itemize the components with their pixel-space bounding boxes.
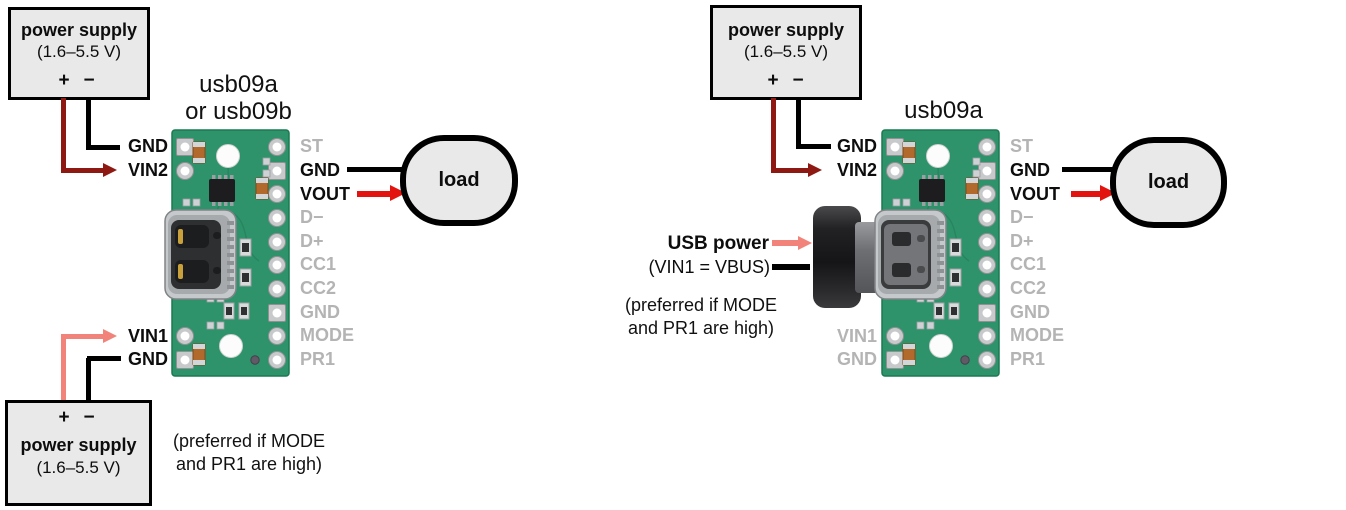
usb-c-receptacle-with-plug — [874, 209, 947, 300]
pin-label-st: ST — [300, 136, 324, 156]
minus-terminal: − — [83, 407, 95, 428]
usb-c-receptacle — [164, 209, 237, 300]
pin-label-cc1: CC1 — [300, 254, 337, 274]
usb-power-arrowhead — [798, 236, 812, 250]
load-label: load — [1147, 171, 1190, 193]
pin-label-gnd-bottom: GND — [128, 349, 168, 369]
power-supply-name: power supply — [20, 435, 137, 455]
wire-gnd-top-horizontal — [797, 144, 831, 149]
wire-load-gnd — [347, 167, 403, 172]
power-supply-box-top-right: power supply (1.6–5.5 V) + − — [710, 5, 862, 100]
pin-label-pr1: PR1 — [1010, 349, 1046, 369]
wire-vin2-vertical — [61, 98, 66, 173]
note-line2: and PR1 are high) — [627, 318, 775, 338]
power-supply-range: (1.6–5.5 V) — [743, 42, 829, 61]
wire-gnd-top-vertical — [86, 98, 91, 150]
wire-gnd-bottom-vertical — [86, 358, 91, 402]
pin-label-dplus: D+ — [1010, 231, 1034, 251]
pin-label-dplus: D+ — [300, 231, 324, 251]
pcb-board — [164, 129, 290, 377]
wire-gnd-top-vertical — [796, 98, 801, 149]
power-supply-name: power supply — [20, 20, 137, 40]
power-supply-box-bottom-left: + − power supply (1.6–5.5 V) — [5, 400, 152, 506]
pin-label-dminus: D− — [300, 207, 324, 227]
wire-gnd-top-horizontal — [87, 145, 120, 150]
wire-vout — [1071, 191, 1101, 197]
pin-label-vout: VOUT — [1010, 184, 1061, 204]
pin-label-vin1: VIN1 — [127, 326, 168, 346]
usb-gnd-bar — [772, 264, 810, 270]
power-supply-range: (1.6–5.5 V) — [36, 42, 122, 61]
load-label: load — [438, 169, 480, 191]
pin-label-gnd2: GND — [1010, 302, 1050, 322]
pin-label-st: ST — [1010, 136, 1034, 156]
vin1-arrowhead — [103, 329, 117, 343]
usb-power-label: USB power — [667, 233, 769, 254]
pin-label-gnd-bottom: GND — [837, 349, 877, 369]
pin-label-vin2: VIN2 — [836, 160, 877, 180]
note-line2: and PR1 are high) — [175, 454, 323, 474]
pin-label-pr1: PR1 — [300, 349, 336, 369]
pcb-board — [874, 129, 1000, 377]
pin-label-gnd-out: GND — [300, 160, 340, 180]
usb-power-arrow-shaft — [772, 240, 799, 246]
pin-label-vin1: VIN1 — [836, 326, 877, 346]
usb-power-sublabel: (VIN1 = VBUS) — [648, 257, 770, 277]
board-title: usb09a — [861, 97, 1026, 124]
board-title-line2: or usb09b — [185, 98, 292, 125]
wire-vin2-horizontal — [771, 168, 809, 173]
note-line1: (preferred if MODE — [172, 431, 326, 451]
plus-terminal: + — [58, 70, 70, 91]
pin-label-vin2: VIN2 — [127, 160, 168, 180]
preference-note: (preferred if MODE and PR1 are high) — [606, 294, 796, 340]
board-title-line1: usb09a — [199, 71, 278, 98]
pin-label-gnd-top: GND — [837, 136, 877, 156]
wire-vin2-vertical — [771, 98, 776, 173]
power-supply-range: (1.6–5.5 V) — [36, 458, 121, 477]
wire-gnd-bottom-horizontal — [87, 356, 121, 361]
wire-vin2-horizontal — [61, 168, 104, 173]
pin-label-cc1: CC1 — [1010, 254, 1047, 274]
preference-note: (preferred if MODE and PR1 are high) — [157, 430, 341, 476]
wire-vout — [357, 191, 391, 197]
plus-terminal: + — [767, 70, 779, 91]
pin-label-mode: MODE — [1010, 325, 1064, 345]
vin2-arrowhead — [808, 163, 822, 177]
pin-label-gnd2: GND — [300, 302, 340, 322]
vin2-arrowhead — [103, 163, 117, 177]
power-supply-name: power supply — [727, 20, 844, 40]
wire-load-gnd — [1062, 167, 1114, 172]
pin-label-cc2: CC2 — [300, 278, 337, 298]
wire-vin1-vertical — [61, 336, 66, 402]
power-supply-box-top-left: power supply (1.6–5.5 V) + − — [8, 7, 150, 100]
pin-label-cc2: CC2 — [1010, 278, 1047, 298]
pin-label-gnd-out: GND — [1010, 160, 1050, 180]
minus-terminal: − — [83, 70, 95, 91]
load-bubble: load — [400, 135, 518, 226]
board-title: usb09a or usb09b — [156, 71, 321, 125]
pin-label-dminus: D− — [1010, 207, 1034, 227]
pin-label-gnd-top: GND — [128, 136, 168, 156]
note-line1: (preferred if MODE — [624, 295, 778, 315]
plus-terminal: + — [58, 407, 70, 428]
board-title-line1: usb09a — [904, 97, 983, 124]
usb-plug-overmold — [813, 206, 861, 308]
minus-terminal: − — [792, 70, 804, 91]
wire-vin1-horizontal — [61, 334, 104, 339]
pin-label-vout: VOUT — [300, 184, 351, 204]
load-bubble: load — [1110, 137, 1227, 228]
pin-label-mode: MODE — [300, 325, 354, 345]
